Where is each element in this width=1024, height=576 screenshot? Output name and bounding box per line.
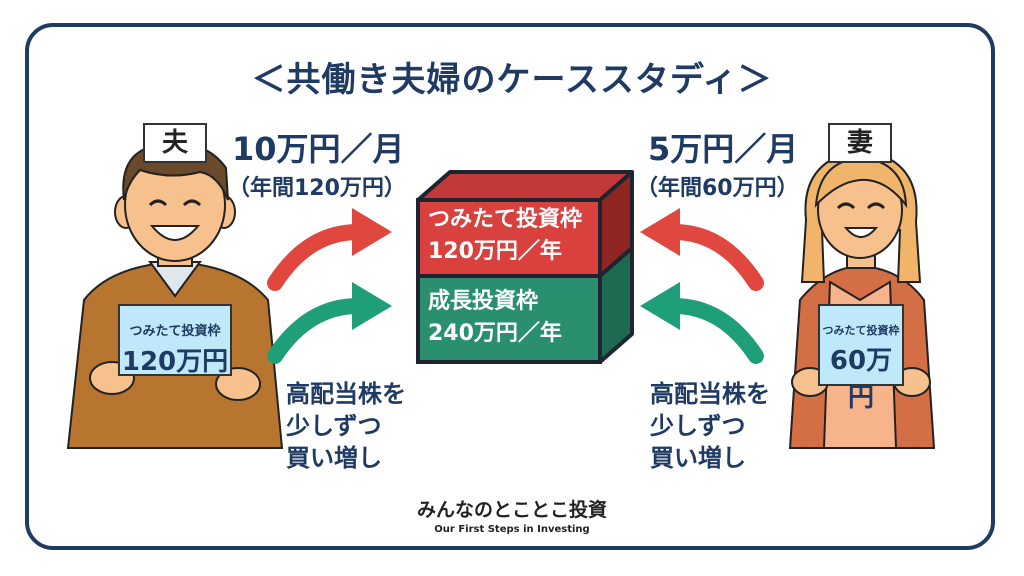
wife-yearly-amount: （年間60万円） [636, 176, 799, 201]
growth-frame-name: 成長投資枠 [428, 289, 539, 314]
wife-monthly-amount: 5万円／月 [648, 130, 799, 168]
husband-note-line-2: 少しずつ [286, 412, 382, 440]
wife-tag: 妻 [828, 123, 892, 163]
tsumitate-frame-limit: 120万円／年 [428, 239, 562, 264]
logo-tagline: Our First Steps in Investing [434, 524, 590, 535]
husband-green-arrow [267, 282, 392, 364]
page-title: ＜共働き夫婦のケーススタディ＞ [251, 60, 773, 100]
husband-card-value: 120万円 [121, 347, 229, 377]
wife-note-line-2: 少しずつ [650, 412, 746, 440]
growth-frame-label: 成長投資枠 240万円／年 [428, 286, 562, 350]
investment-box [416, 170, 634, 364]
husband-card-label: つみたて投資枠 [129, 324, 221, 339]
wife-card-value: 60万円 [829, 346, 893, 413]
husband-red-arrow [267, 208, 392, 291]
wife-card-label: つみたて投資枠 [822, 324, 900, 337]
wife-green-arrow [640, 282, 764, 364]
wife-note-line-3: 買い増し [650, 444, 746, 472]
growth-frame-limit: 240万円／年 [428, 321, 562, 346]
husband-yearly-amount: （年間120万円） [228, 176, 406, 201]
husband-monthly-amount: 10万円／月 [232, 130, 405, 168]
tsumitate-frame-name: つみたて投資枠 [428, 207, 583, 232]
wife-card: つみたて投資枠 60万円 [818, 304, 904, 413]
logo-name: みんなのとことこ投資 [416, 499, 607, 521]
tsumitate-frame-label: つみたて投資枠 120万円／年 [428, 204, 582, 268]
husband-card: つみたて投資枠 120万円 [118, 304, 232, 377]
husband-tag: 夫 [143, 123, 207, 163]
wife-red-arrow [640, 208, 764, 291]
husband-note: 高配当株を 少しずつ 買い増し [286, 378, 406, 474]
wife-note-line-1: 高配当株を [650, 380, 770, 408]
wife-note: 高配当株を 少しずつ 買い増し [650, 378, 770, 474]
husband-note-line-1: 高配当株を [286, 380, 406, 408]
husband-note-line-3: 買い増し [286, 444, 382, 472]
